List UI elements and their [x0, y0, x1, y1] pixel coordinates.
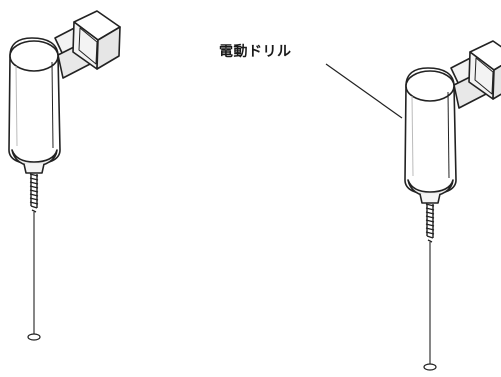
drill-left: [8, 10, 121, 341]
callout-leader-line: [325, 63, 403, 119]
callout-label-electric-drill: 電動ドリル: [219, 44, 292, 60]
drill-right: [404, 40, 501, 371]
